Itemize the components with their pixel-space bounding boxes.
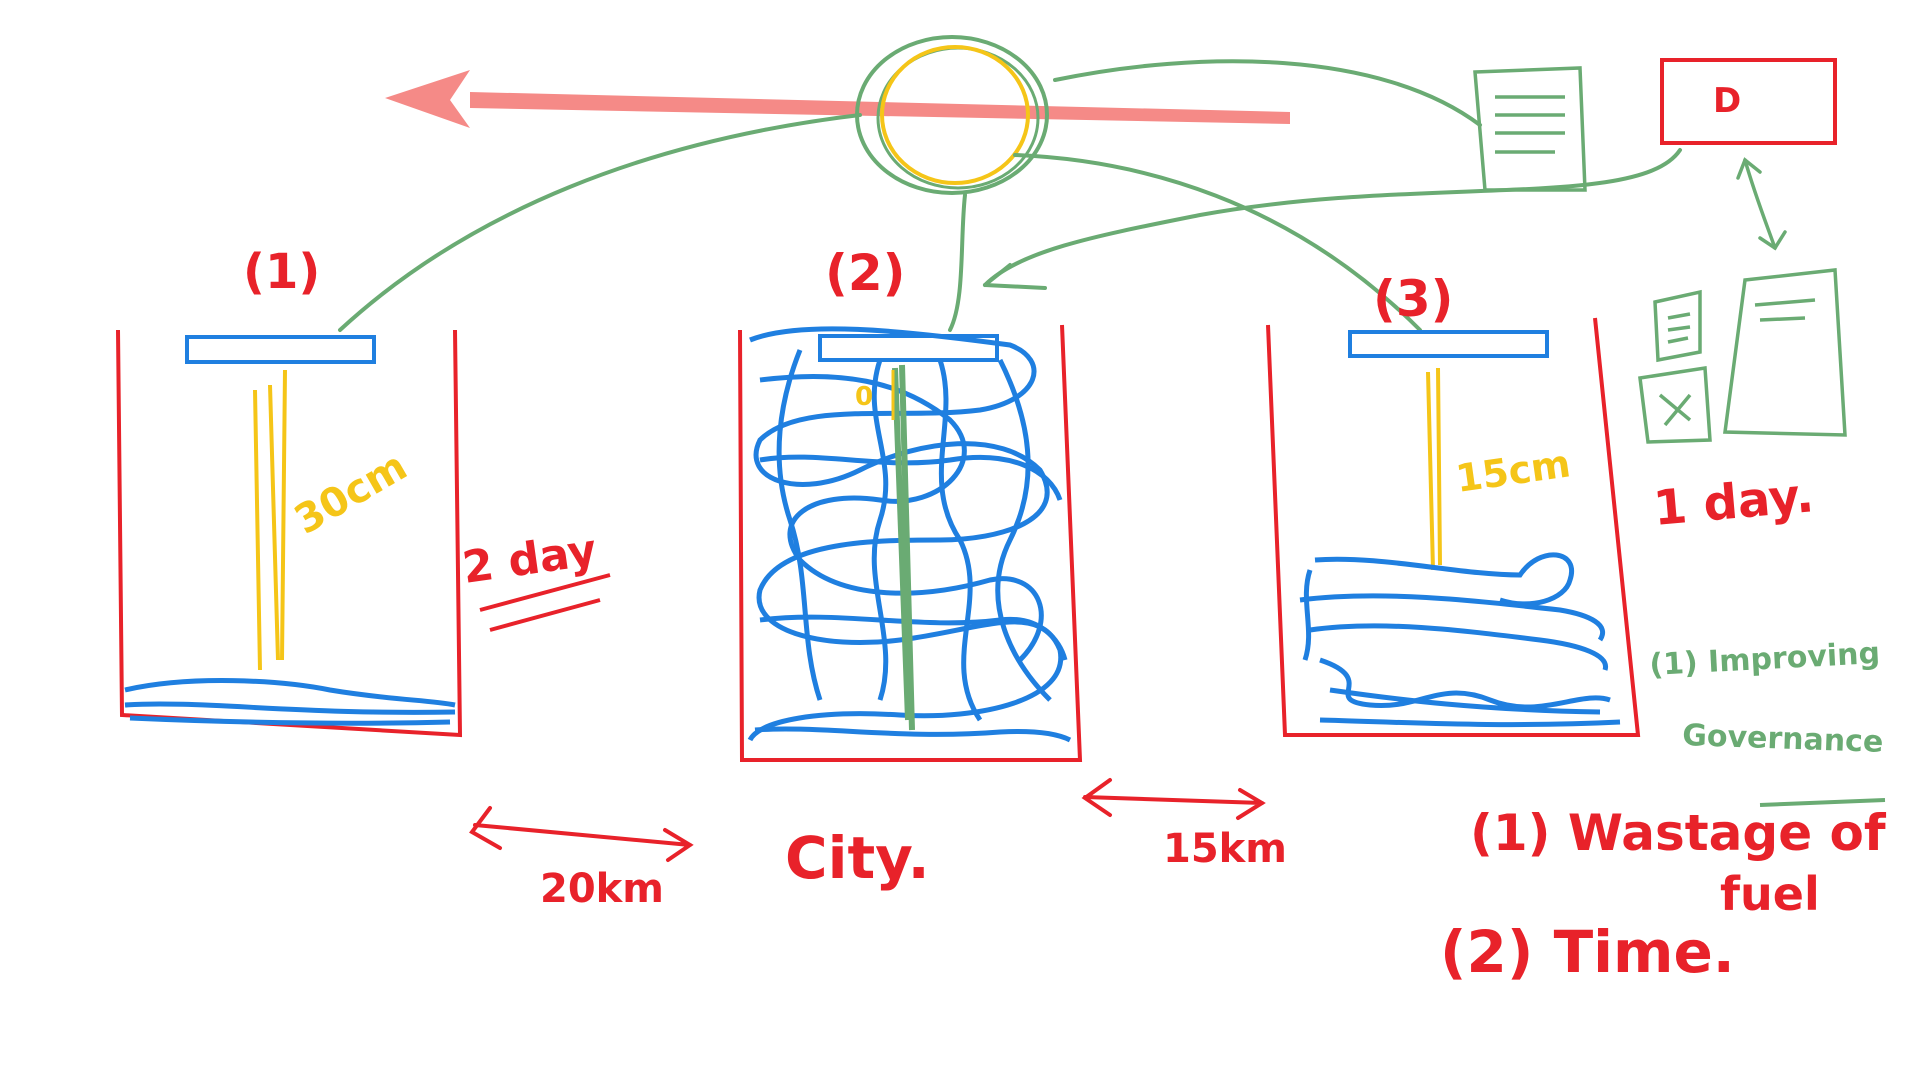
bin-3-waste [1299,552,1621,728]
bin-3-fill-level: 15cm [1453,441,1573,501]
bin-3-sensor [1348,330,1549,358]
green-notes: (1) Improving Governance [1649,636,1884,760]
bin-3-number: (3) [1373,270,1454,328]
note-fuel: fuel [1720,867,1820,921]
note-governance: Governance [1682,718,1884,760]
bin-3-ultrasonic-beam [1426,367,1442,571]
dustbin-1: (1) 30cm 2 day [116,244,611,738]
dustbin-3: (3) 15cm [1266,270,1641,737]
dashboard-box: D [1660,58,1837,145]
note-improving: (1) Improving [1649,636,1881,683]
bin-2-ultrasonic-beam [892,364,915,731]
city-label-group: City. [785,824,930,892]
mobile-devices-icon [1638,268,1847,444]
bin-1-fill-level: 30cm [287,443,415,543]
sensor-connection-lines [338,59,1682,332]
dashboard-time-note: 1 day. [1651,467,1816,537]
distance-left-label: 20km [540,866,664,912]
bin-1-ultrasonic-beam [253,369,287,671]
bin-2-number: (2) [825,244,906,302]
bin-1-sensor [185,335,376,364]
distance-right-label: 15km [1163,826,1287,872]
dashboard-sync-arrow [1736,157,1787,251]
dashboard-label: D [1713,81,1741,121]
bin-2-waste [747,326,1072,743]
distance-marker-left: 20km [469,806,694,912]
bin-2-fill-level: 0 [855,382,873,412]
bin-1-waste [124,678,456,726]
dashboard-time: 1 day. [1651,467,1816,537]
note-wastage: (1) Wastage of [1470,804,1887,862]
bin-1-number: (1) [243,244,320,300]
distance-marker-right: 15km [1081,778,1287,872]
city-label: City. [785,824,930,892]
bin-2-sensor [818,334,999,362]
report-document-icon [1473,66,1587,192]
note-time: (2) Time. [1440,918,1735,986]
red-notes: (1) Wastage of fuel (2) Time. [1440,798,1887,986]
dustbin-2: (2) 0 [738,244,1083,762]
